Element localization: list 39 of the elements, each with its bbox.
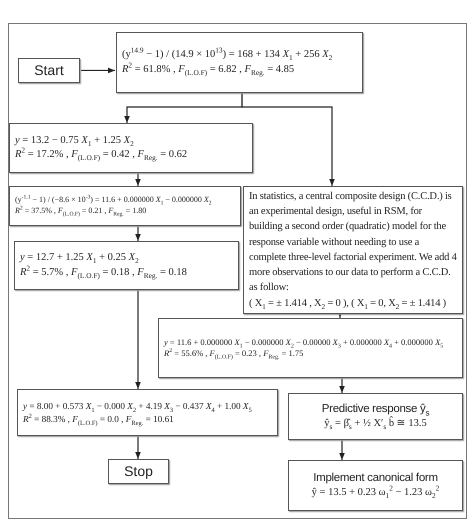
process-box: [288, 460, 463, 511]
equation-box: [14, 241, 239, 290]
equation-text: ( X$_{1}$ = ± 1.414 , X$_{2}$ = 0 ), ( X$_{1}$ = 0, X$_{2}$ = ± 1.414 ): [249, 296, 447, 311]
equation-box: [17, 389, 278, 436]
arrow: [339, 440, 345, 460]
equation-text: y = 8.00 + 0.573 X$_{1}$ − 0.000 X$_{2}$ + 4.19 X$_{3}$ − 0.437 X$_{4}$ + 1.00 X$_{5}$: [23, 400, 253, 412]
equation-box: [9, 123, 253, 173]
equation-box: [158, 318, 463, 378]
equation-text: y = 11.6 + 0.000000 X$_{1}$ − 0.000000 X$_{2}$ − 0.00000 X$_{3}$ + 0.000000 X$_{4}$ + 0.000000 X$_{5}$: [164, 336, 444, 348]
box-heading: Implement canonical form: [312, 470, 439, 486]
equation-text: R$^{2}$ = 17.2% , F$_{(L.O.F)}$ = 0.42 , F$_{Reg.}$ = 0.62: [15, 148, 188, 162]
arrow: [81, 68, 115, 74]
equation-text: ŷ$_{s}$ = β̂$_{s}$ + ½ X′$_{s}$ b̂ ≅ 13.5: [323, 417, 428, 432]
equation-text: (y$^{-1.1}$ − 1) / (−8.6 × 10$^{-3}$) = 11.6 + 0.000000 X$_{1}$ − 0.000000 X$_{2}$: [15, 195, 213, 206]
arrow: [135, 436, 141, 459]
arrow: [135, 173, 141, 186]
arrow: [241, 93, 335, 186]
box-heading: Predictive response ŷ$_{s}$: [320, 402, 430, 417]
equation-text: R$^{2}$ = 88.3% , F$_{(L.O.F)}$ = 0.0 , F$_{Reg.}$ = 10.61: [23, 412, 175, 425]
arrow: [339, 378, 345, 393]
equation-text: y = 12.7 + 1.25 X$_{1}$ + 0.25 X$_{2}$: [20, 251, 140, 266]
terminal-box: [18, 58, 80, 83]
equation-text: R$^{2}$ = 55.6% , F$_{(L.O.F)}$ = 0.23 , F$_{Reg.}$ = 1.75: [164, 348, 304, 360]
terminal-box: [108, 459, 169, 484]
terminal-label: Stop: [124, 462, 153, 481]
note-box: [243, 186, 463, 314]
flowchart-frame: [8, 23, 467, 519]
arrow: [135, 226, 141, 241]
equation-text: R$^{2}$ = 5.7% , F$_{(L.O.F)}$ = 0.18 , F$_{Reg.}$ = 0.18: [20, 266, 188, 280]
equation-text: R$^{2}$ = 61.8% , F$_{(L.O.F)}$ = 6.82 , F$_{Reg.}$ = 4.85: [122, 62, 296, 77]
description-text: In statistics, a central composite design (C.C.D.) is an experimental design, useful in RSM, for building a second order (quadratic) model for the response variable without needing to use a complete three-level factorial experiment. We add 4 more observations to our data to perform a C.C.D. as follow:: [249, 190, 457, 296]
process-box: [288, 393, 463, 440]
arrow: [135, 290, 141, 389]
equation-text: R$^{2}$ = 37.5% , F$_{(L.O.F)}$ = 0.21 , F$_{Reg.}$ = 1.80: [15, 206, 148, 217]
equation-box: [9, 186, 241, 226]
equation-text: (y$^{14.9}$ − 1) / (14.9 × 10$^{13}$) = 168 + 134 X$_{1}$ + 256 X$_{2}$: [122, 48, 334, 62]
terminal-label: Start: [34, 61, 64, 80]
equation-text: y = 13.2 − 0.75 X$_{1}$ + 1.25 X$_{2}$: [15, 134, 135, 148]
equation-box: [116, 32, 363, 93]
